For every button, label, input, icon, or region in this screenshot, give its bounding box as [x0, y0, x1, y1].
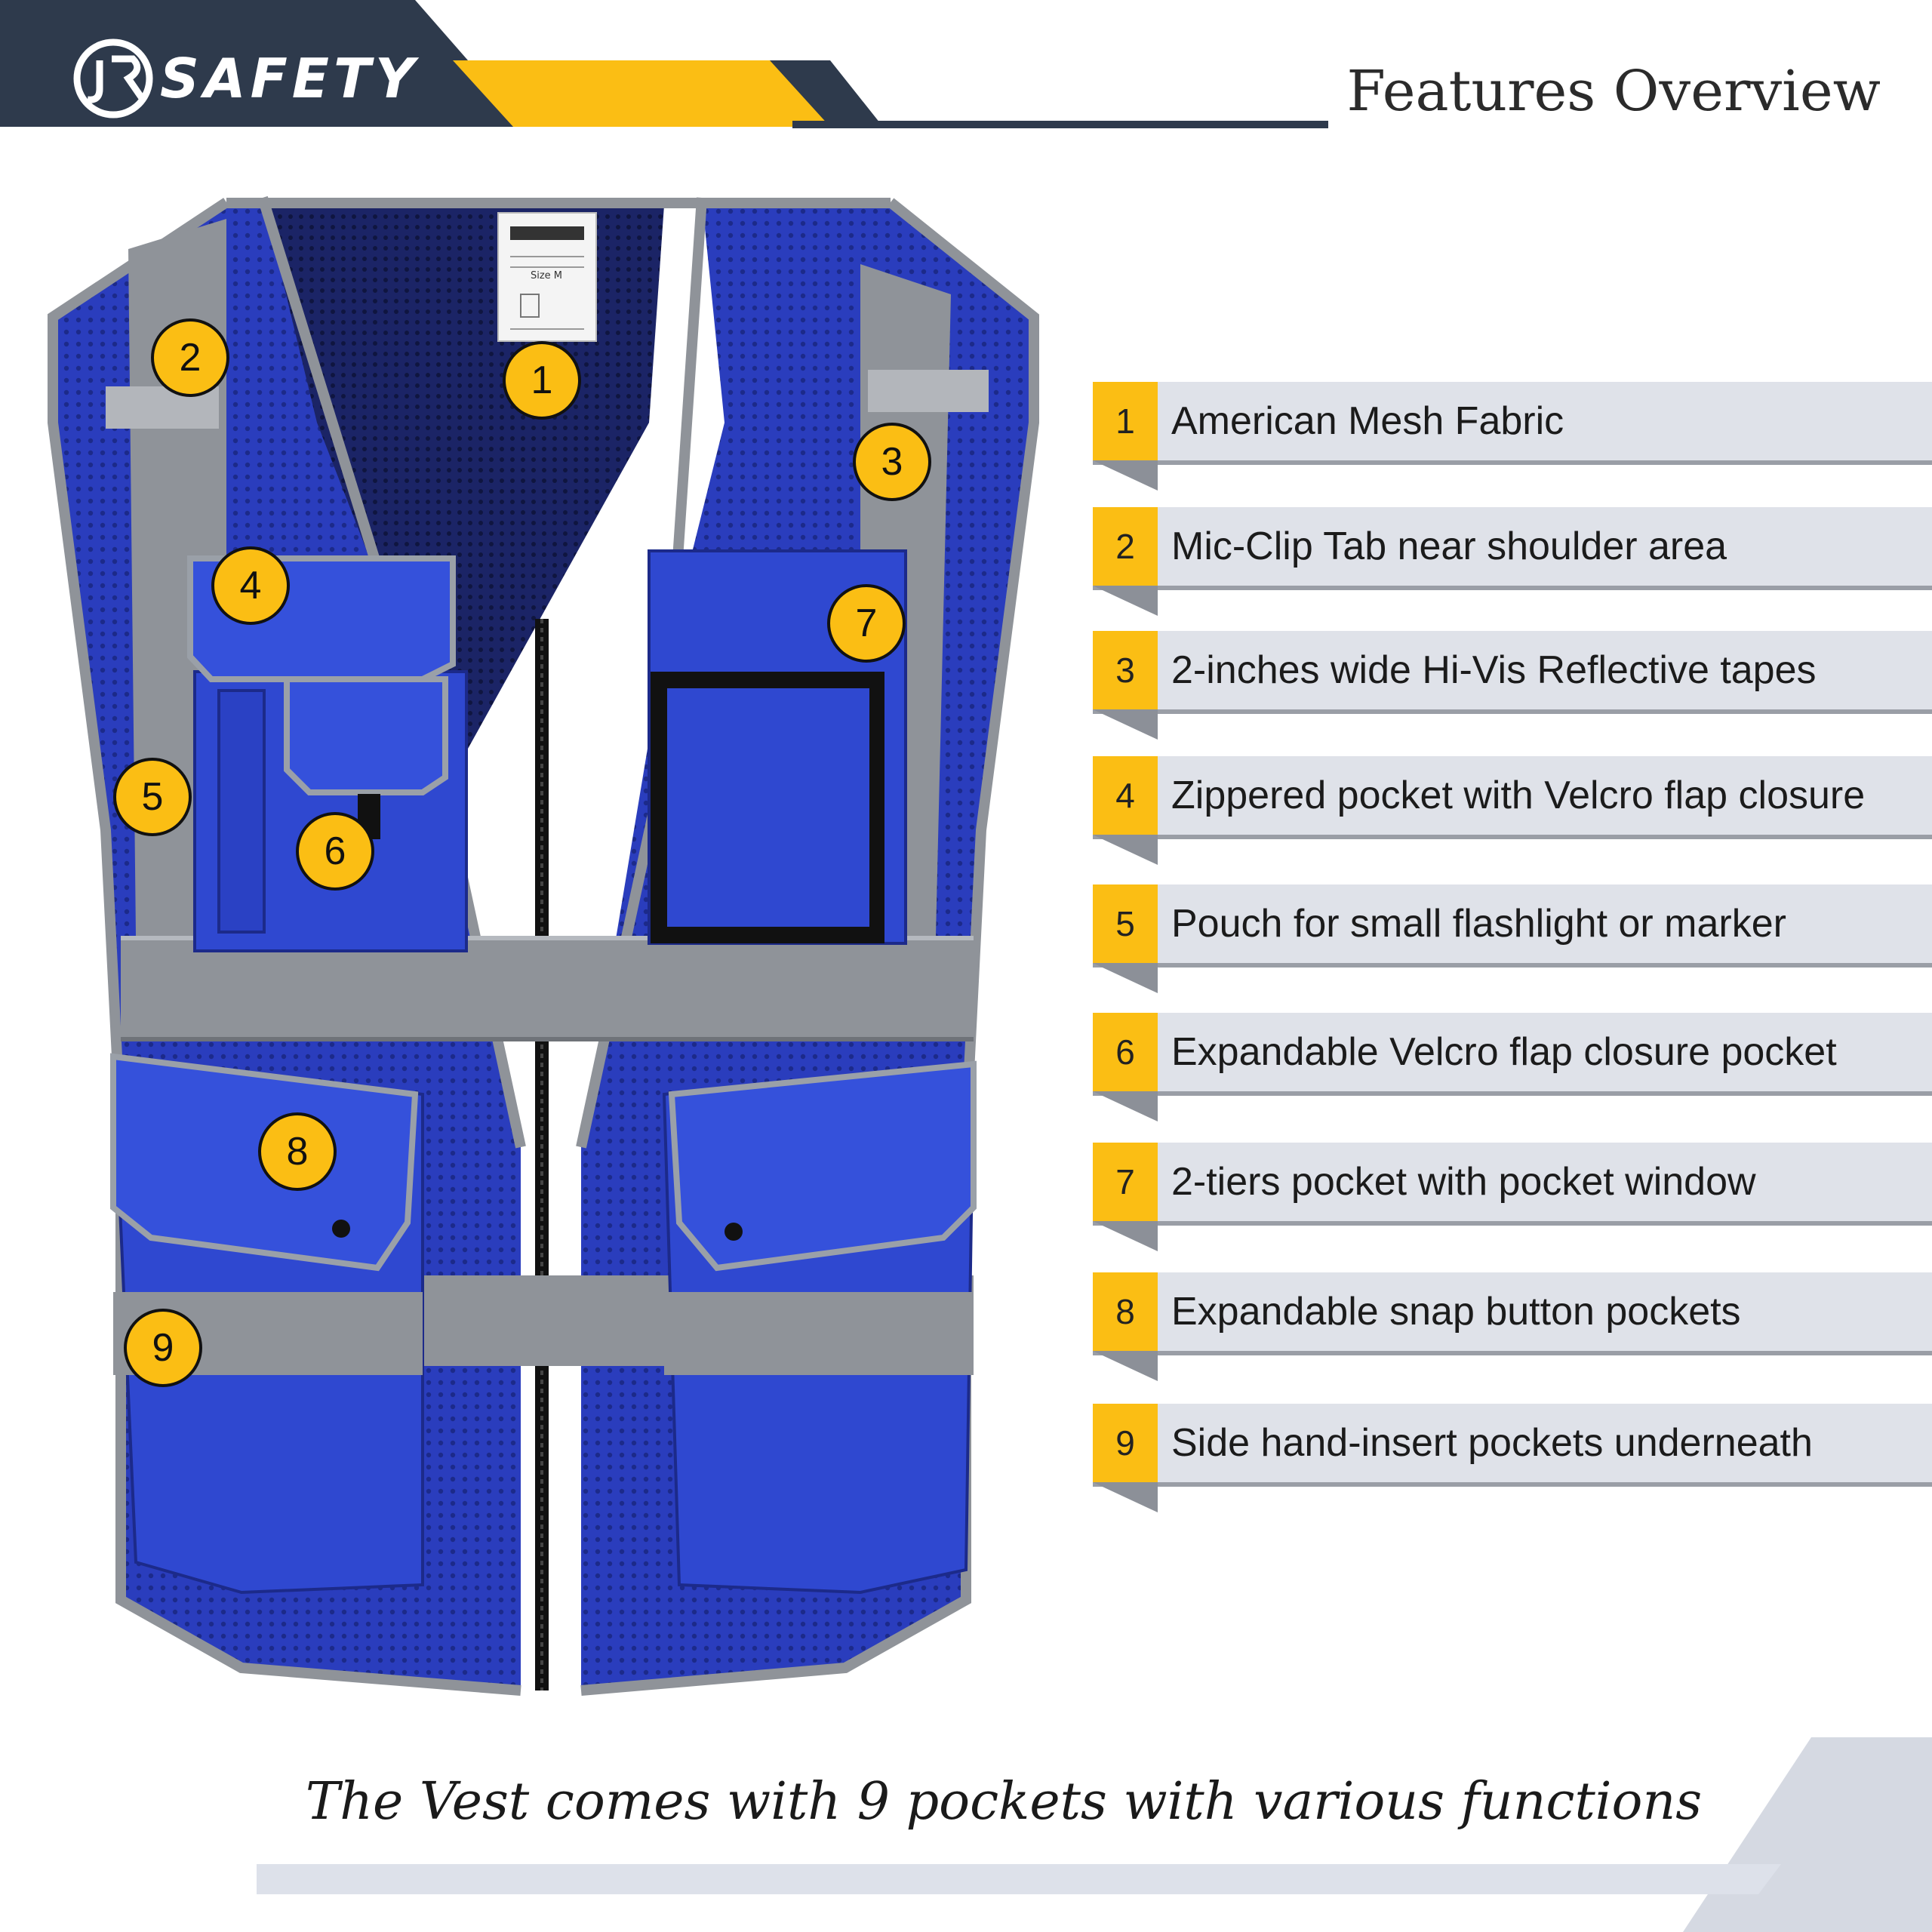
feature-label: 2-inches wide Hi-Vis Reflective tapes	[1171, 648, 1817, 692]
logo-mark	[73, 38, 153, 118]
brand-logo: SAFETY	[160, 47, 420, 110]
feature-item: 5 Pouch for small flashlight or marker	[1093, 884, 1932, 993]
feature-number-badge: 1	[1093, 382, 1158, 460]
feature-label: Pouch for small flashlight or marker	[1171, 902, 1786, 946]
vest	[48, 195, 1039, 1696]
feature-item: 9 Side hand-insert pockets underneath	[1093, 1404, 1932, 1512]
bottom-decoration	[257, 1737, 1932, 1932]
page-title: Features Overview	[1346, 59, 1881, 124]
callout-8: 8	[258, 1112, 337, 1191]
feature-label: Expandable snap button pockets	[1171, 1290, 1741, 1334]
feature-number-badge: 7	[1093, 1143, 1158, 1221]
size-label: Size M	[530, 270, 563, 281]
feature-number-badge: 4	[1093, 756, 1158, 835]
feature-item: 7 2-tiers pocket with pocket window	[1093, 1143, 1932, 1251]
feature-label: Zippered pocket with Velcro flap closure	[1171, 774, 1866, 817]
callout-3: 3	[853, 423, 931, 501]
feature-number-badge: 9	[1093, 1404, 1158, 1482]
feature-item: 8 Expandable snap button pockets	[1093, 1272, 1932, 1381]
feature-item: 2 Mic-Clip Tab near shoulder area	[1093, 507, 1932, 616]
feature-number-badge: 3	[1093, 631, 1158, 709]
callout-9: 9	[124, 1309, 202, 1387]
feature-number-badge: 6	[1093, 1013, 1158, 1091]
feature-item: 1 American Mesh Fabric	[1093, 382, 1932, 491]
feature-label: Mic-Clip Tab near shoulder area	[1171, 525, 1727, 568]
feature-label: Expandable Velcro flap closure pocket	[1171, 1030, 1837, 1074]
callout-1: 1	[503, 341, 581, 420]
callout-5: 5	[113, 758, 192, 836]
callout-7: 7	[827, 584, 906, 663]
feature-item: 3 2-inches wide Hi-Vis Reflective tapes	[1093, 631, 1932, 740]
header-banner	[0, 0, 1328, 128]
feature-number-badge: 8	[1093, 1272, 1158, 1351]
callout-2: 2	[151, 318, 229, 397]
feature-label: Side hand-insert pockets underneath	[1171, 1421, 1813, 1465]
feature-number-badge: 2	[1093, 507, 1158, 586]
feature-item: 6 Expandable Velcro flap closure pocket	[1093, 1013, 1932, 1121]
feature-number-badge: 5	[1093, 884, 1158, 963]
callout-4: 4	[211, 546, 290, 625]
callout-6: 6	[296, 812, 374, 891]
tagline: The Vest comes with 9 pockets with vario…	[305, 1772, 1703, 1832]
feature-label: 2-tiers pocket with pocket window	[1171, 1160, 1756, 1204]
feature-label: American Mesh Fabric	[1171, 399, 1564, 443]
feature-item: 4 Zippered pocket with Velcro flap closu…	[1093, 756, 1932, 865]
